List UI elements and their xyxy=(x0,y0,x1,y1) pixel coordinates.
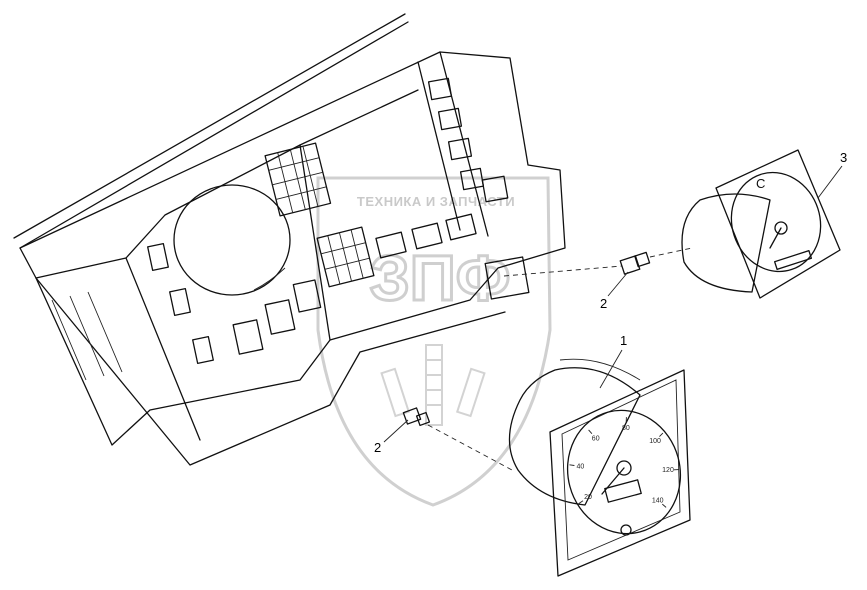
callout-3: 3 xyxy=(817,150,847,199)
speedometer-scale: 20 40 60 80 100 120 140 xyxy=(569,417,679,508)
odometer-window xyxy=(604,479,642,503)
watermark-shield-outline xyxy=(316,176,552,507)
clock-display xyxy=(773,249,813,271)
switch-blanks-center xyxy=(375,213,477,259)
speedometer-scale-label: 120 xyxy=(662,467,674,474)
speedometer-dial xyxy=(566,409,682,535)
speedometer-reset-knob xyxy=(620,524,632,536)
speedometer-scale-label: 140 xyxy=(652,497,664,504)
speedometer-scale-tick xyxy=(662,503,667,508)
clock-body xyxy=(681,193,771,293)
gauge-aperture-shade xyxy=(253,267,286,291)
clock-dial xyxy=(730,171,822,273)
clock-mark: C xyxy=(756,176,765,191)
panel-top-outline xyxy=(19,51,566,446)
watermark: ТЕХНИКА И ЗАПЧАСТИ ЗПФ xyxy=(316,176,552,507)
speedometer-housing xyxy=(508,367,641,506)
right-column-edge xyxy=(417,51,489,237)
switch-blanks-right xyxy=(427,77,530,300)
speedometer-scale-label: 40 xyxy=(577,463,585,470)
svg-text:1: 1 xyxy=(620,333,627,348)
switch-blank xyxy=(232,319,264,355)
indicator-grid-lower xyxy=(316,226,375,288)
speedometer-scale-label: 100 xyxy=(649,438,661,445)
dashboard-panel xyxy=(13,13,566,466)
speedometer-hub xyxy=(616,460,632,476)
speedometer-bezel-inner xyxy=(561,379,681,561)
indicator-grid-upper xyxy=(264,142,332,217)
speedometer-bezel xyxy=(549,369,691,577)
switch-blank xyxy=(264,299,296,335)
clock-hand xyxy=(769,227,782,249)
speedometer-scale-label: 60 xyxy=(592,435,600,442)
clock-bezel xyxy=(715,149,841,299)
speedometer-scale-tick xyxy=(569,464,575,466)
windshield-edge xyxy=(13,13,406,239)
switch-blank xyxy=(147,242,169,272)
svg-text:2: 2 xyxy=(600,296,607,311)
switch-blank xyxy=(192,335,214,365)
callout-1: 1 xyxy=(599,333,627,389)
leader-clock-to-panel xyxy=(503,247,693,277)
switch-blank xyxy=(292,279,322,313)
panel-front-face xyxy=(125,257,201,441)
speedometer-scale-tick xyxy=(578,500,584,504)
panel-lower-edge xyxy=(35,277,506,466)
switch-blank xyxy=(169,287,191,317)
clock-hub xyxy=(774,221,788,235)
speedometer-scale-label: 20 xyxy=(584,494,592,501)
switch-blanks-left xyxy=(147,242,322,365)
panel-shroud-edge xyxy=(35,89,419,279)
main-gauge-aperture xyxy=(173,184,291,296)
callout-2-upper: 2 xyxy=(600,271,629,311)
clock: C xyxy=(681,149,841,299)
watermark-text: ТЕХНИКА И ЗАПЧАСТИ xyxy=(357,194,515,209)
leader-speedometer-to-panel xyxy=(427,424,513,471)
speedometer-scale-label: 80 xyxy=(622,425,630,432)
speedometer-scale-tick xyxy=(588,429,593,434)
connector-upper xyxy=(619,251,651,275)
speedometer: 20 40 60 80 100 120 140 xyxy=(508,358,691,577)
speedometer-housing-rim xyxy=(559,358,641,381)
svg-text:3: 3 xyxy=(840,150,847,165)
panel-center-ridge xyxy=(299,144,331,341)
watermark-wheat-icon xyxy=(380,344,486,426)
panel-texture-line xyxy=(51,291,123,381)
callout-2-lower: 2 xyxy=(374,419,409,455)
windshield-edge-inner xyxy=(19,21,409,249)
speedometer-scale-tick xyxy=(659,432,664,437)
connector-lower xyxy=(402,407,431,427)
clock-aperture xyxy=(484,256,530,300)
svg-text:2: 2 xyxy=(374,440,381,455)
